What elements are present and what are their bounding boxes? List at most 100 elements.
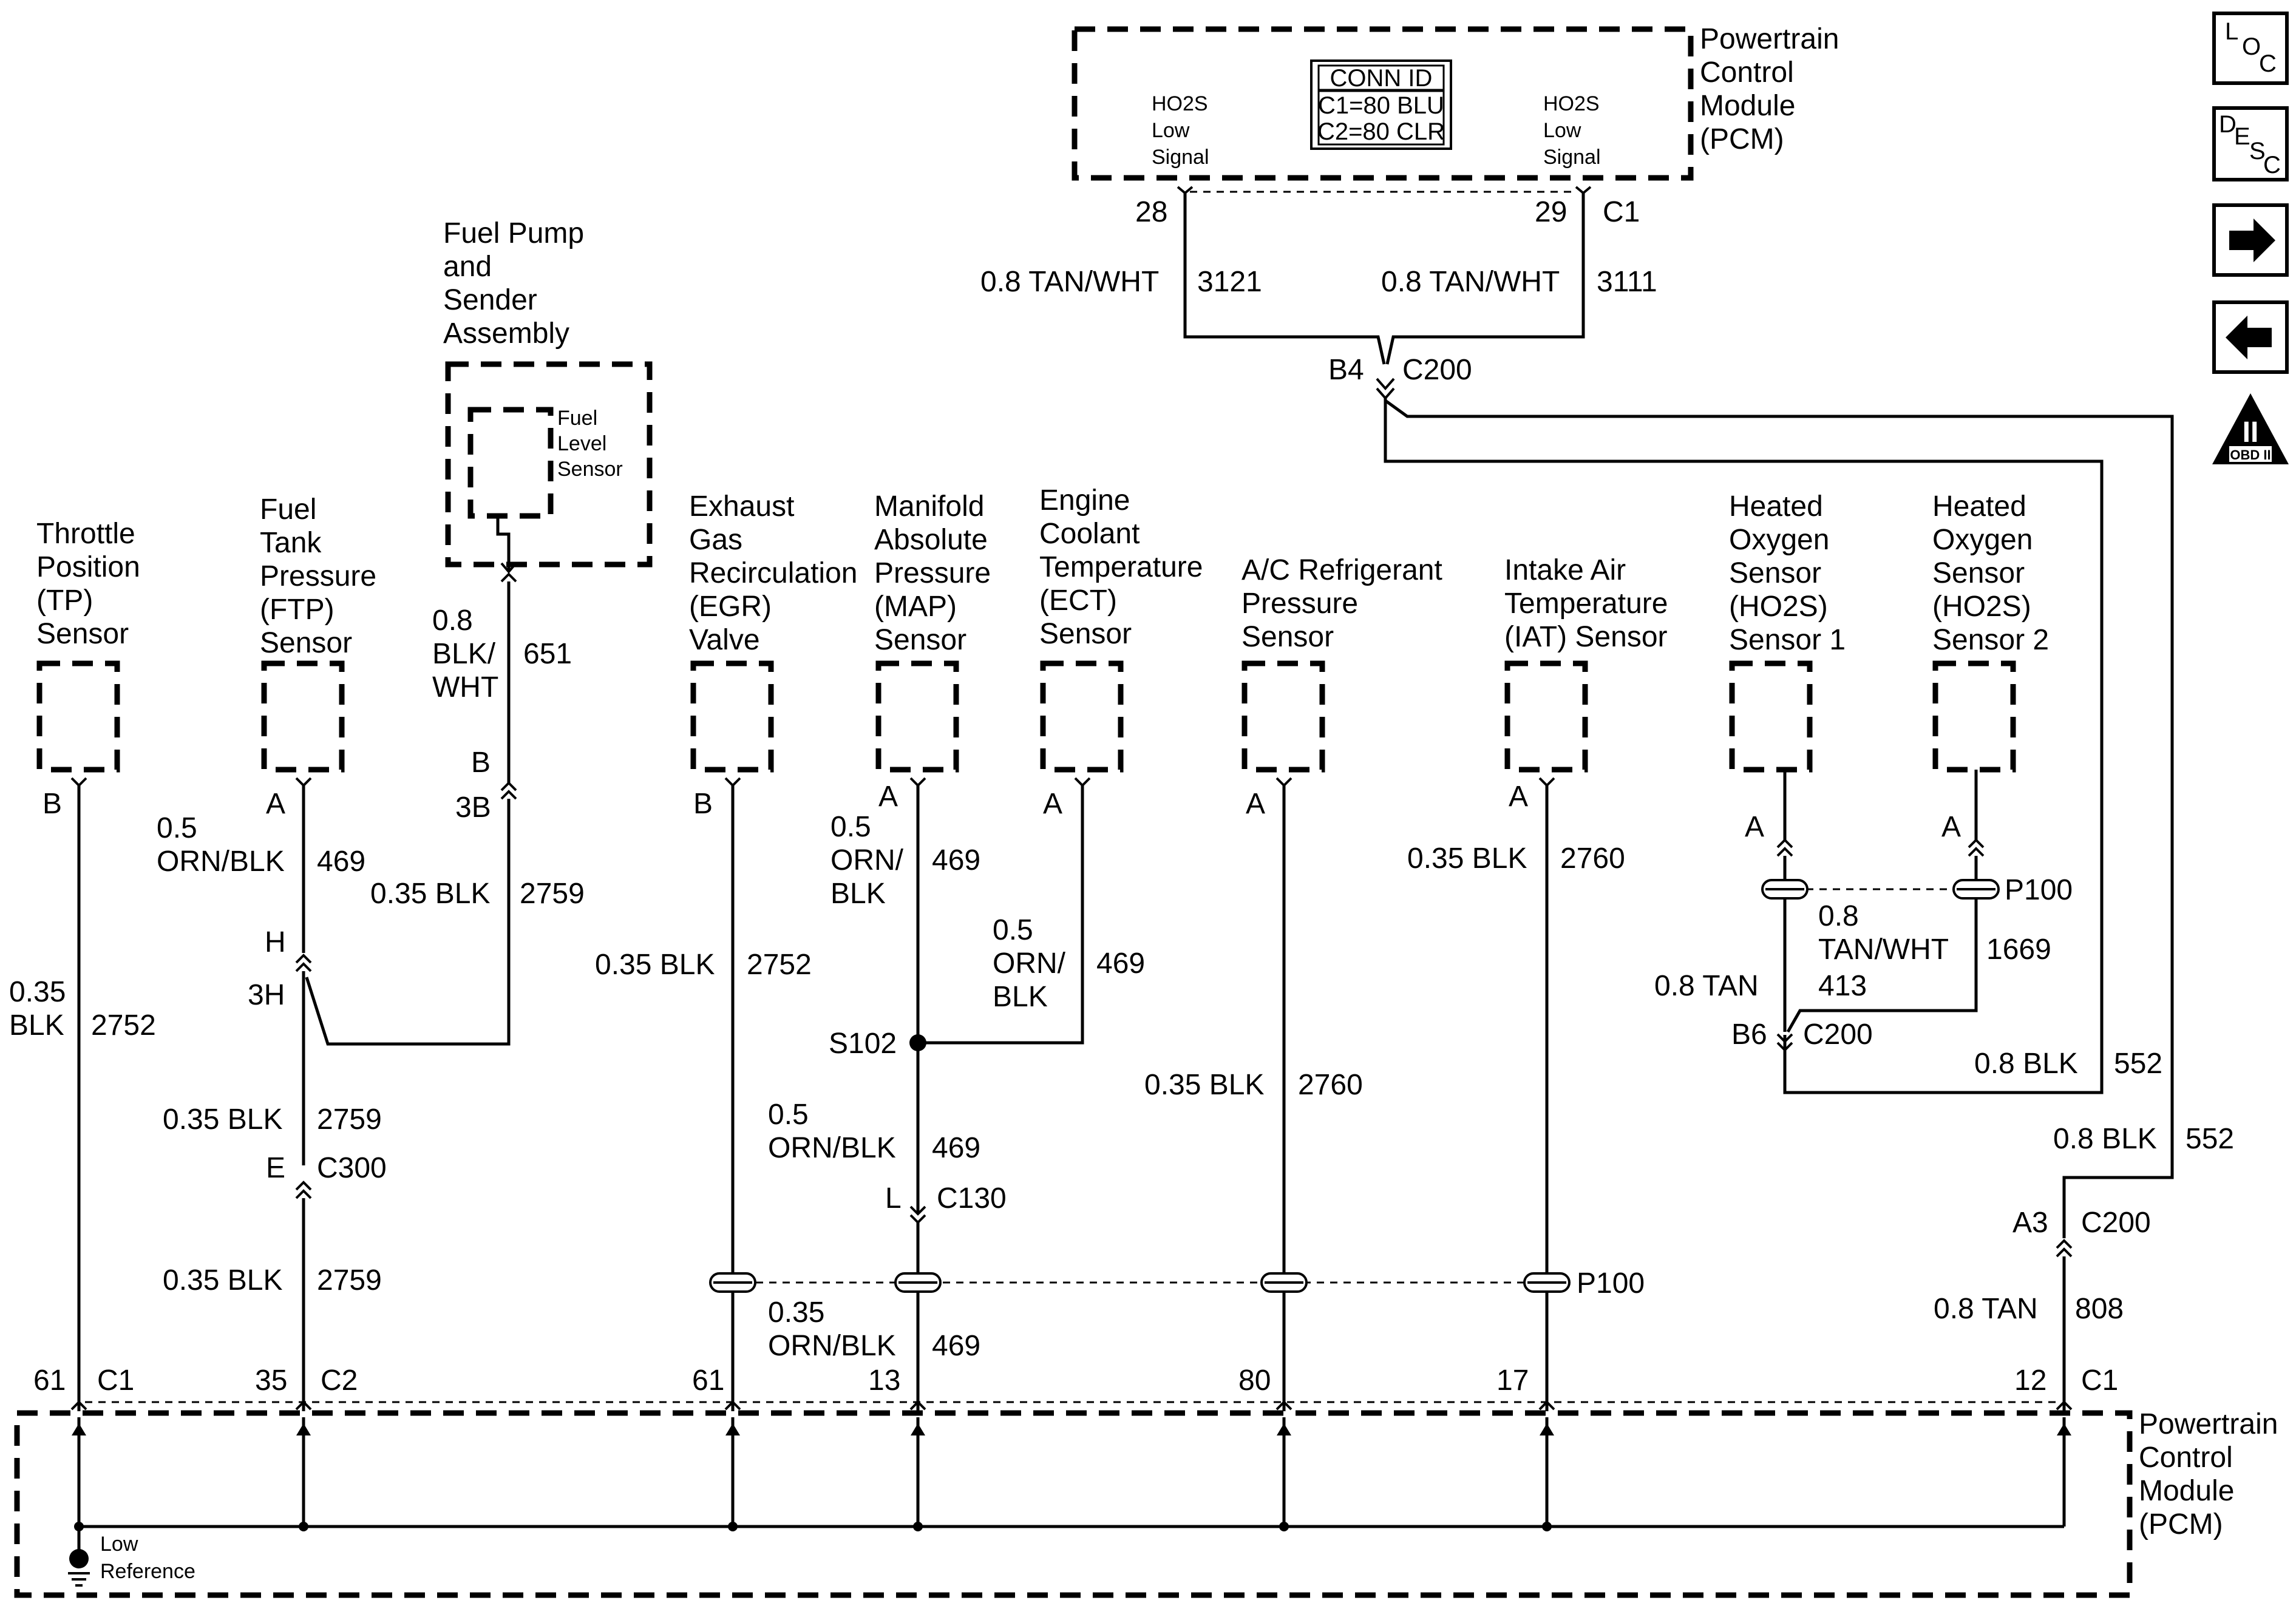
conn-id-box: CONN ID C1=80 BLU C2=80 CLR: [1310, 59, 1452, 150]
ect-wire-2: ORN/: [993, 947, 1066, 980]
map-title-2: Absolute: [874, 524, 988, 556]
p100-bottom-label: P100: [1577, 1267, 1645, 1300]
pcm-bottom-name-2: Control: [2139, 1442, 2233, 1474]
fuel-pump-title-2: and: [443, 251, 492, 283]
fuel-level-2: Level: [557, 432, 606, 455]
conn-id-c2: C2=80 CLR: [1317, 118, 1445, 145]
ho2s1-title-2: Oxygen: [1729, 524, 1829, 556]
ect-pin: A: [1043, 788, 1062, 820]
egr-circuit: 2752: [747, 949, 812, 981]
iat-pcm-pin: 17: [1496, 1364, 1529, 1397]
loc-c: C: [2259, 50, 2277, 77]
ho2s1-title-5: Sensor 1: [1729, 624, 1846, 656]
tp-circuit: 2752: [91, 1009, 156, 1042]
ftp-wire1-1: 0.5: [157, 812, 197, 844]
map-c130-pin: L: [885, 1182, 902, 1215]
iat-title-1: Intake Air: [1504, 554, 1626, 586]
pcm-top-name-1: Powertrain: [1700, 23, 1839, 55]
ho2s-b6-conn: C200: [1803, 1018, 1873, 1051]
fuel-pump-assembly: Fuel Pump and Sender Assembly Fuel Level…: [305, 217, 653, 1046]
ho2s-pcm-pin: 12: [2014, 1364, 2046, 1397]
ect-wire-1: 0.5: [993, 914, 1033, 946]
ftp-pcm-conn: C2: [321, 1364, 358, 1397]
ho2s-a3-pin: A3: [2012, 1207, 2048, 1239]
map-wire3-1: 0.35: [768, 1296, 824, 1329]
ftp-pin: A: [266, 788, 285, 820]
wire-552a: 0.8 BLK: [1974, 1048, 2078, 1080]
ground-symbol: [68, 1549, 90, 1587]
pin28-desc-1: HO2S: [1152, 92, 1208, 115]
tp-pin: B: [42, 788, 62, 820]
pin-28: 28: [1135, 196, 1167, 228]
map-title-3: Pressure: [874, 557, 991, 589]
low-ref-1: Low: [100, 1533, 138, 1556]
map-wire2-1: 0.5: [768, 1099, 809, 1131]
wire-651-2: BLK/: [432, 638, 496, 670]
map-wire1-3: BLK: [830, 878, 886, 910]
map-pcm-pin: 13: [868, 1364, 900, 1397]
low-ref-2: Reference: [100, 1560, 195, 1583]
next-button[interactable]: [2212, 203, 2289, 277]
ftp-wire2: 0.35 BLK: [163, 1103, 282, 1136]
wire-3111-color: 0.8 TAN/WHT: [1381, 266, 1560, 298]
component-egr: Exhaust Gas Recirculation (EGR) Valve: [689, 490, 857, 773]
ho2s1-title-1: Heated: [1729, 490, 1823, 523]
wire-552b: 0.8 BLK: [2053, 1123, 2157, 1155]
iat-circuit: 2760: [1560, 842, 1625, 875]
shield-iat: [1523, 1272, 1571, 1293]
egr-pin: B: [693, 788, 713, 820]
pin29-desc-1: HO2S: [1543, 92, 1600, 115]
wire-651-circuit: 651: [523, 638, 572, 670]
loc-o: O: [2242, 33, 2261, 60]
ftp-title-4: (FTP): [260, 594, 335, 626]
map-circuit1: 469: [932, 844, 980, 876]
obd-button[interactable]: II OBD II: [2212, 393, 2289, 464]
circuit-tp: 0.35 BLK 2752 61 C1: [9, 785, 156, 1411]
desc-button[interactable]: D E S C: [2212, 106, 2289, 181]
ftp-title-3: Pressure: [260, 560, 376, 592]
ac-title-2: Pressure: [1241, 588, 1358, 620]
conn-id-c1: C1=80 BLU: [1318, 92, 1444, 119]
fuel-level-3: Sensor: [557, 458, 623, 481]
egr-title-3: Recirculation: [689, 557, 857, 589]
ftp-c300: C300: [317, 1152, 387, 1184]
egr-title-4: (EGR): [689, 591, 772, 623]
component-pins: B A B A A A A A A: [42, 777, 1961, 843]
tp-wire-2: BLK: [9, 1009, 64, 1042]
ftp-circuit2: 2759: [317, 1103, 382, 1136]
wire-651-1: 0.8: [432, 605, 473, 637]
map-title-4: (MAP): [874, 591, 957, 623]
fuel-pump-title-4: Assembly: [443, 317, 569, 350]
shield-ho2s2: [1952, 879, 2000, 900]
prev-button[interactable]: [2212, 300, 2289, 374]
pcm-top: Powertrain Control Module (PCM) CONN ID …: [1072, 23, 1839, 228]
fuel-pump-title-3: Sender: [443, 284, 537, 316]
wire-2759-fp-circuit: 2759: [520, 878, 585, 910]
tp-title-3: (TP): [36, 585, 93, 617]
side-buttons: L O C D E S C II OBD II: [2212, 12, 2289, 464]
c200-b4-conn: C200: [1402, 354, 1472, 386]
component-iat: Intake Air Temperature (IAT) Sensor: [1504, 554, 1668, 773]
pcm-top-name-3: Module: [1700, 90, 1795, 122]
fuel-pump-pin-3b: 3B: [455, 791, 491, 824]
fuel-pump-title-1: Fuel Pump: [443, 217, 584, 249]
ho2s-b6-pin: B6: [1731, 1018, 1767, 1051]
map-wire1-2: ORN/: [830, 844, 904, 876]
circuit-ect: 0.5 ORN/ BLK 469: [993, 914, 1145, 1013]
pcm-bottom: Powertrain Control Module (PCM): [14, 1400, 2278, 1598]
component-ho2s1: Heated Oxygen Sensor (HO2S) Sensor 1: [1729, 490, 1846, 773]
ftp-pin-h: H: [265, 926, 286, 958]
tp-title-4: Sensor: [36, 618, 129, 650]
tp-title-2: Position: [36, 551, 140, 583]
map-title-1: Manifold: [874, 490, 984, 523]
pcm-bottom-pins: [70, 1400, 2073, 1411]
ho2s1-title-4: (HO2S): [1729, 591, 1828, 623]
loc-button[interactable]: L O C: [2212, 12, 2289, 85]
ect-wire-3: BLK: [993, 981, 1048, 1013]
desc-s: S: [2249, 138, 2266, 164]
component-ect: Engine Coolant Temperature (ECT) Sensor: [1039, 484, 1203, 773]
tp-wire-1: 0.35: [9, 976, 66, 1008]
ac-pcm-pin: 80: [1238, 1364, 1271, 1397]
component-ho2s2: Heated Oxygen Sensor (HO2S) Sensor 2: [1932, 490, 2049, 773]
